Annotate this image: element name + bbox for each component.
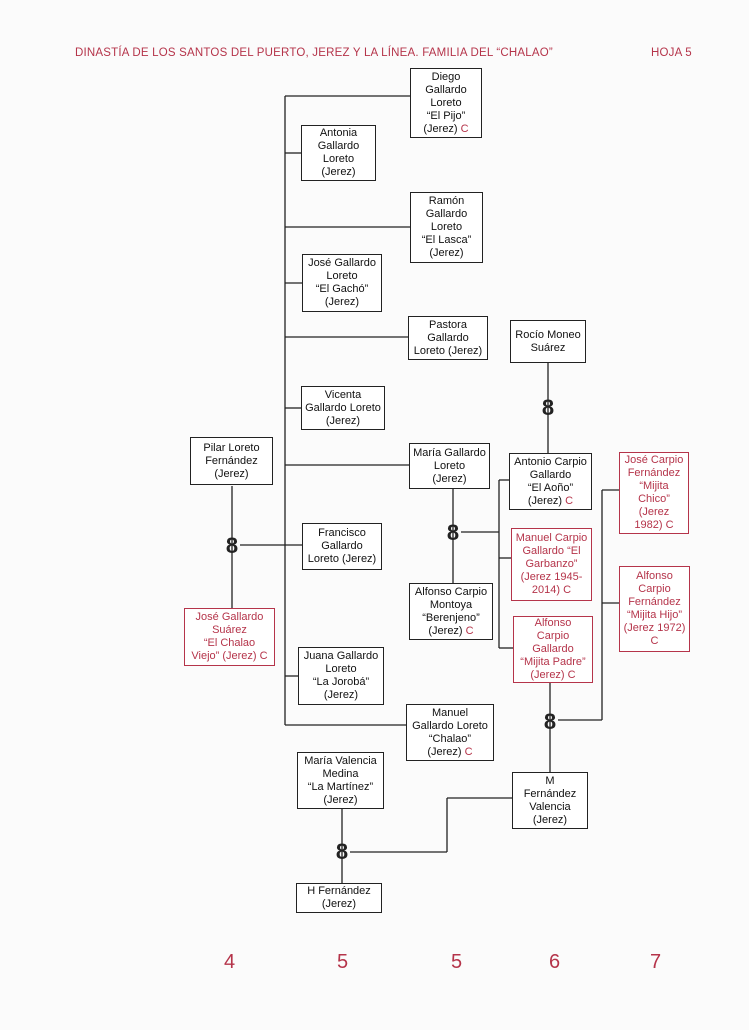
person-box-jose-chalao-viejo[interactable]: José Gallardo Suárez “El Chalao Viejo” (… [184,608,275,666]
person-box-pilar-loreto[interactable]: Pilar Loreto Fernández (Jerez) [190,437,273,485]
person-box-manuel-garbanzo[interactable]: Manuel Carpio Gallardo “El Garbanzo” (Je… [511,528,592,601]
generation-number: 7 [650,951,662,973]
person-box-alfonso-berenjeno[interactable]: Alfonso Carpio Montoya “Berenjeno” (Jere… [409,583,493,640]
sheet-number: HOJA 5 [651,47,692,59]
person-box-alfonso-mijita-padre[interactable]: Alfonso Carpio Gallardo “Mijita Padre” (… [513,616,593,683]
generation-number: 4 [224,951,236,973]
person-box-jose-gacho[interactable]: José Gallardo Loreto “El Gachó” (Jerez) [302,254,382,312]
person-box-francisco-gallardo[interactable]: Francisco Gallardo Loreto (Jerez) [302,523,382,570]
generation-number: 5 [451,951,463,973]
person-box-m-fernandez[interactable]: M Fernández Valencia (Jerez) [512,772,588,829]
marriage-symbol: 8 [336,839,348,864]
person-box-alfonso-mijita-hijo[interactable]: Alfonso Carpio Fernández “Mijita Hijo” (… [619,566,690,652]
person-box-h-fernandez[interactable]: H Fernández (Jerez) [296,883,382,913]
marriage-symbol: 8 [544,709,556,734]
generation-number: 5 [337,951,349,973]
person-box-rocio-moneo[interactable]: Rocío Moneo Suárez [510,320,586,363]
person-box-antonia-gallardo[interactable]: Antonia Gallardo Loreto (Jerez) [301,125,376,181]
person-box-antonio-aono[interactable]: Antonio Carpio Gallardo “El Aoño” (Jerez… [509,453,592,510]
page-title: DINASTÍA DE LOS SANTOS DEL PUERTO, JEREZ… [75,47,553,59]
person-box-ramon-gallardo[interactable]: Ramón Gallardo Loreto “El Lasca” (Jerez) [410,192,483,263]
person-box-vicenta-gallardo[interactable]: Vicenta Gallardo Loreto (Jerez) [301,386,385,430]
marriage-symbol: 8 [226,533,238,558]
person-box-diego-gallardo[interactable]: Diego Gallardo Loreto “El Pijo” (Jerez) … [410,68,482,138]
person-box-pastora-gallardo[interactable]: Pastora Gallardo Loreto (Jerez) [408,316,488,360]
person-box-juana-gallardo[interactable]: Juana Gallardo Loreto “La Jorobá” (Jerez… [298,647,384,705]
person-box-maria-gallardo[interactable]: María Gallardo Loreto (Jerez) [409,443,490,489]
generation-number: 6 [549,951,561,973]
person-box-maria-valencia[interactable]: María Valencia Medina “La Martínez” (Jer… [297,752,384,809]
marriage-symbol: 8 [542,395,554,420]
person-box-jose-mijita-chico[interactable]: José Carpio Fernández “Mijita Chico” (Je… [619,452,689,534]
marriage-symbol: 8 [447,520,459,545]
person-box-manuel-chalao[interactable]: Manuel Gallardo Loreto “Chalao” (Jerez) … [406,704,494,761]
